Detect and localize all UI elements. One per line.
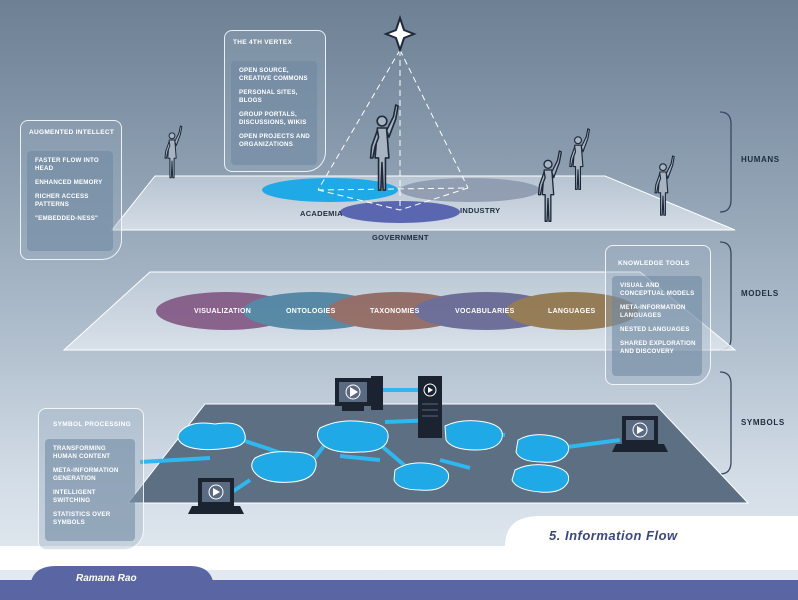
layer-brackets [719,111,732,475]
panel-item: NESTED LANGUAGES [620,326,690,333]
panel-item: INTELLIGENT SWITCHING [53,489,96,504]
oval-label-taxonomies: TAXONOMIES [370,308,420,315]
panel-4th-vertex: THE 4TH VERTEX OPEN SOURCE, CREATIVE COM… [224,30,326,172]
panel-item: SHARED EXPLORATION AND DISCOVERY [620,340,696,355]
oval-label-ontologies: ONTOLOGIES [286,308,336,315]
panel-item: GROUP PORTALS, DISCUSSIONS, WIKIS [239,111,307,126]
layer-label-models: MODELS [741,289,779,298]
government-oval [340,201,460,223]
panel-title: AUGMENTED INTELLECT [29,129,115,136]
layer-label-symbols: SYMBOLS [741,418,785,427]
star-icon [383,14,417,54]
laptop-icon [188,478,244,514]
author-name: Ramana Rao [76,573,137,584]
panel-item: ENHANCED MEMORY [35,179,103,186]
industry-label: INDUSTRY [460,206,501,215]
oval-label-languages: LANGUAGES [548,308,596,315]
human-figure-icon [164,125,183,179]
vertex-pyramid [317,49,469,211]
panel-augmented-intellect: AUGMENTED INTELLECT FASTER FLOW INTO HEA… [20,120,122,260]
panel-knowledge-tools: KNOWLEDGE TOOLS VISUAL AND CONCEPTUAL MO… [605,245,711,385]
server-icon [418,376,442,438]
panel-item: VISUAL AND CONCEPTUAL MODELS [620,282,695,297]
government-label: GOVERNMENT [372,233,429,242]
panel-item: OPEN SOURCE, CREATIVE COMMONS [239,67,308,82]
panel-list: VISUAL AND CONCEPTUAL MODELS META-INFORM… [612,276,702,376]
panel-title: SYMBOL PROCESSING [53,421,131,428]
page-title: 5. Information Flow [549,528,678,543]
laptop-icon [612,416,668,452]
panel-item: TRANSFORMING HUMAN CONTENT [53,445,111,460]
panel-list: TRANSFORMING HUMAN CONTENT META-INFORMAT… [45,439,135,541]
panel-item: FASTER FLOW INTO HEAD [35,157,99,172]
panel-item: RICHER ACCESS PATTERNS [35,193,89,208]
footer-band [0,580,798,600]
footer-title-tab [505,516,798,546]
panel-item: STATISTICS OVER SYMBOLS [53,511,111,526]
panel-item: OPEN PROJECTS AND ORGANIZATIONS [239,133,310,148]
panel-list: OPEN SOURCE, CREATIVE COMMONS PERSONAL S… [231,61,317,165]
panel-title: KNOWLEDGE TOOLS [618,260,690,267]
panel-item: META-INFORMATION LANGUAGES [620,304,686,319]
industry-oval [400,178,540,202]
academia-label: ACADEMIA [300,209,343,218]
panel-item: "EMBEDDED-NESS" [35,215,99,222]
layer-label-humans: HUMANS [741,155,780,164]
network-nodes [177,420,570,493]
oval-label-visualization: VISUALIZATION [194,308,252,315]
panel-symbol-processing: SYMBOL PROCESSING TRANSFORMING HUMAN CON… [38,408,144,550]
panel-title: THE 4TH VERTEX [233,39,293,46]
panel-item: PERSONAL SITES, BLOGS [239,89,298,104]
oval-label-vocabularies: VOCABULARIES [455,308,515,315]
panel-item: META-INFORMATION GENERATION [53,467,119,482]
computer-icon [335,376,383,411]
panel-list: FASTER FLOW INTO HEAD ENHANCED MEMORY RI… [27,151,113,251]
